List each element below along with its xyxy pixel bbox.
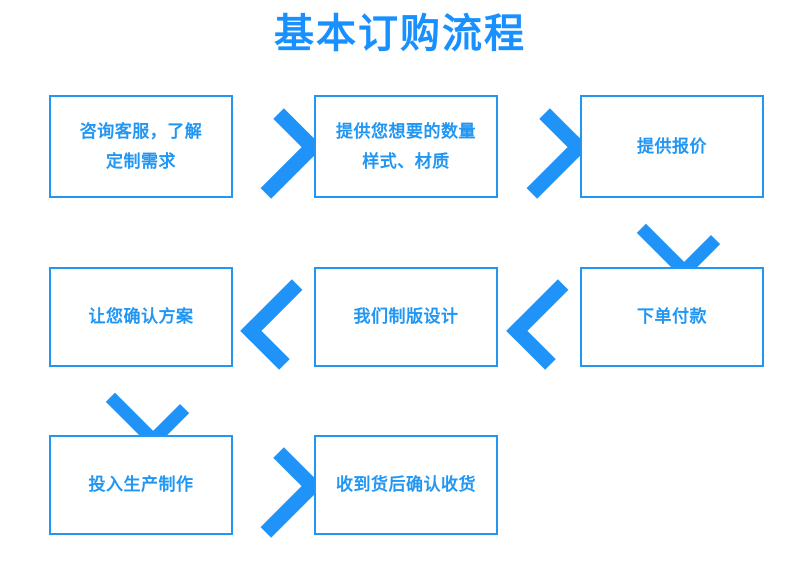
flow-node-label: 投入生产制作 — [88, 475, 194, 494]
arrow-left-icon-1 — [506, 279, 597, 370]
flow-node-label: 收到货后确认收货 — [336, 475, 476, 494]
arrow-left-icon-2 — [240, 279, 331, 370]
flow-node-step-3: 提供报价 — [580, 95, 764, 198]
arrow-right-icon-2 — [498, 108, 589, 199]
arrow-down-icon-1 — [636, 196, 721, 281]
flow-node-step-6: 让您确认方案 — [49, 267, 233, 367]
flow-node-step-7: 投入生产制作 — [49, 435, 233, 535]
arrow-right-icon-1 — [232, 108, 323, 199]
flow-node-step-5: 我们制版设计 — [314, 267, 498, 367]
flow-node-step-4: 下单付款 — [580, 267, 764, 367]
flow-node-label: 我们制版设计 — [353, 307, 459, 326]
arrow-right-icon-3 — [232, 447, 323, 538]
flow-node-label: 提供您想要的数量 样式、材质 — [336, 121, 476, 171]
flow-node-label: 咨询客服，了解 定制需求 — [79, 121, 203, 171]
flow-node-step-8: 收到货后确认收货 — [314, 435, 498, 535]
arrow-down-icon-2 — [105, 365, 190, 450]
flow-node-label: 让您确认方案 — [88, 307, 194, 326]
flow-node-label: 提供报价 — [637, 136, 707, 156]
page-title: 基本订购流程 — [274, 12, 526, 56]
flow-node-step-2: 提供您想要的数量 样式、材质 — [314, 95, 498, 198]
flow-node-step-1: 咨询客服，了解 定制需求 — [49, 95, 233, 198]
flow-node-label: 下单付款 — [637, 307, 707, 326]
